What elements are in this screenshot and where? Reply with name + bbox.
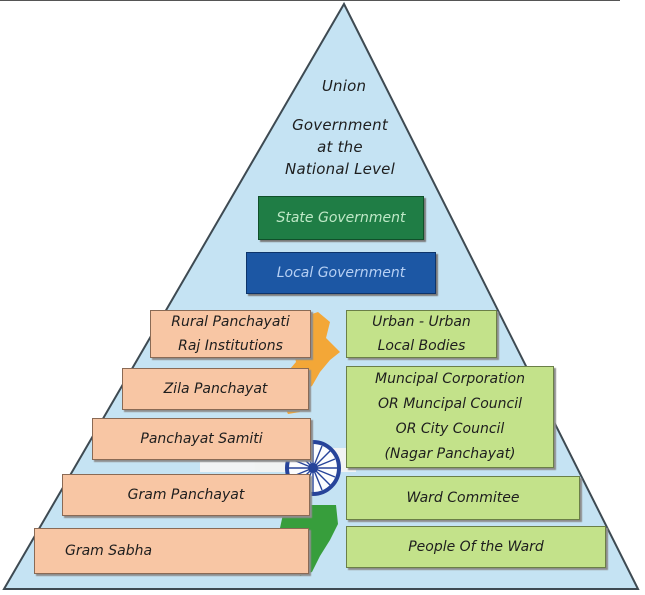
urban-local-bodies-box: Urban - Urban Local Bodies [346, 310, 497, 358]
municipal-line2: OR Muncipal Council [378, 396, 522, 412]
gram-sabha-box: Gram Sabha [34, 528, 309, 574]
gram-panchayat-box: Gram Panchayat [62, 474, 310, 516]
municipal-line4: (Nagar Panchayat) [384, 446, 516, 462]
people-of-the-ward-box: People Of the Ward [346, 526, 606, 568]
local-government-box: Local Government [246, 252, 436, 294]
municipal-line3: OR City Council [395, 421, 505, 437]
top-border-line [0, 0, 620, 1]
apex-government-label: Government [292, 116, 388, 134]
zila-panchayat-box: Zila Panchayat [122, 368, 309, 410]
apex-at-the-label: at the [317, 138, 363, 156]
rural-header-line1: Rural Panchayati [171, 314, 290, 330]
apex-union-label: Union [321, 77, 367, 95]
urban-header-line1: Urban - Urban [372, 314, 471, 330]
urban-header-line2: Local Bodies [377, 338, 466, 354]
municipal-corporation-box: Muncipal Corporation OR Muncipal Council… [346, 366, 554, 468]
state-government-box: State Government [258, 196, 424, 240]
apex-national-level-label: National Level [285, 160, 395, 178]
rural-panchayati-box: Rural Panchayati Raj Institutions [150, 310, 311, 358]
municipal-line1: Muncipal Corporation [375, 371, 525, 387]
panchayat-samiti-box: Panchayat Samiti [92, 418, 311, 460]
rural-header-line2: Raj Institutions [178, 338, 283, 354]
ward-committee-box: Ward Commitee [346, 476, 580, 520]
